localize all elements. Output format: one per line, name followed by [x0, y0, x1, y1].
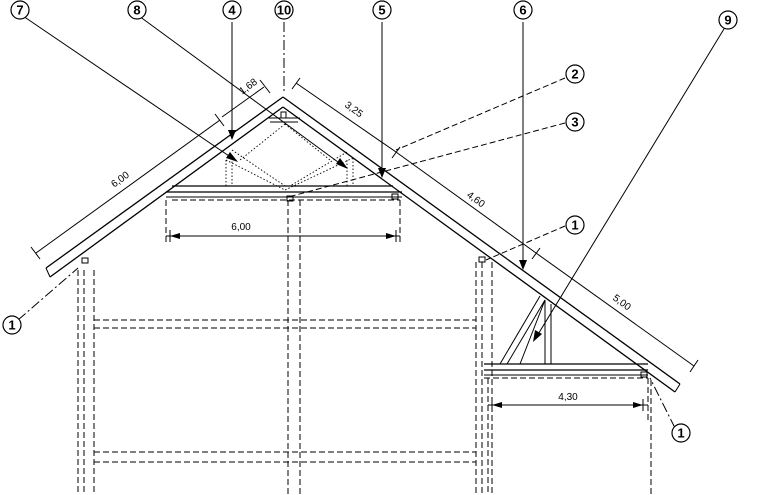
callout-1-middle: 1	[565, 215, 585, 235]
dim-upper-right	[291, 77, 401, 159]
callout-1-right: 1	[671, 423, 691, 443]
svg-text:1: 1	[8, 318, 15, 333]
dim-ceiling-left-label: 6,00	[231, 222, 251, 233]
svg-text:7: 7	[16, 3, 23, 18]
callout-9: 9	[718, 10, 738, 30]
dim-ceiling-left	[166, 230, 400, 242]
annex-walls	[484, 377, 649, 495]
floor-slab-1	[94, 319, 476, 329]
plate-center	[286, 195, 294, 202]
callout-2: 2	[565, 64, 585, 84]
svg-text:5: 5	[378, 3, 385, 18]
dim-ceiling-right-label: 4,30	[558, 392, 578, 403]
svg-text:4: 4	[228, 3, 236, 18]
dim-lower-right-label: 5,00	[610, 293, 633, 314]
ridge-board	[268, 111, 300, 123]
upper-room-outline	[165, 199, 401, 245]
svg-text:6: 6	[519, 3, 526, 18]
svg-text:1: 1	[571, 218, 578, 233]
annex-beam	[484, 363, 648, 378]
leaders	[17, 15, 728, 429]
svg-text:8: 8	[133, 3, 140, 18]
svg-text:1: 1	[677, 426, 684, 441]
svg-text:3: 3	[571, 115, 578, 130]
callout-1-left: 1	[2, 315, 22, 335]
dim-lower-right	[535, 252, 699, 373]
wall-left	[77, 257, 95, 495]
callout-5: 5	[372, 0, 392, 20]
callout-7: 7	[10, 0, 30, 20]
callout-6: 6	[513, 0, 533, 20]
floor-slab-2	[94, 451, 476, 463]
dim-upper-left	[221, 79, 271, 118]
callout-8: 8	[127, 0, 147, 20]
callout-4: 4	[222, 0, 242, 20]
plate-right	[391, 193, 399, 200]
callout-3: 3	[565, 112, 585, 132]
dim-ceiling-right	[488, 399, 648, 411]
ceiling-beam-left	[166, 185, 402, 198]
svg-text:10: 10	[277, 3, 291, 18]
wall-center	[287, 200, 301, 495]
wall-right	[475, 256, 493, 495]
dim-rafter-left-label: 6,00	[109, 170, 132, 191]
roof-left-slope	[45, 96, 284, 278]
svg-text:9: 9	[724, 13, 731, 28]
dim-middle-right-label: 4,60	[464, 190, 487, 211]
roof-right-slope	[282, 96, 681, 393]
callout-10: 10	[274, 0, 294, 20]
dim-upper-left-label: 1,68	[237, 77, 260, 98]
dim-rafter-left	[30, 113, 225, 260]
svg-text:2: 2	[571, 67, 578, 82]
annex-bracing	[499, 295, 552, 365]
